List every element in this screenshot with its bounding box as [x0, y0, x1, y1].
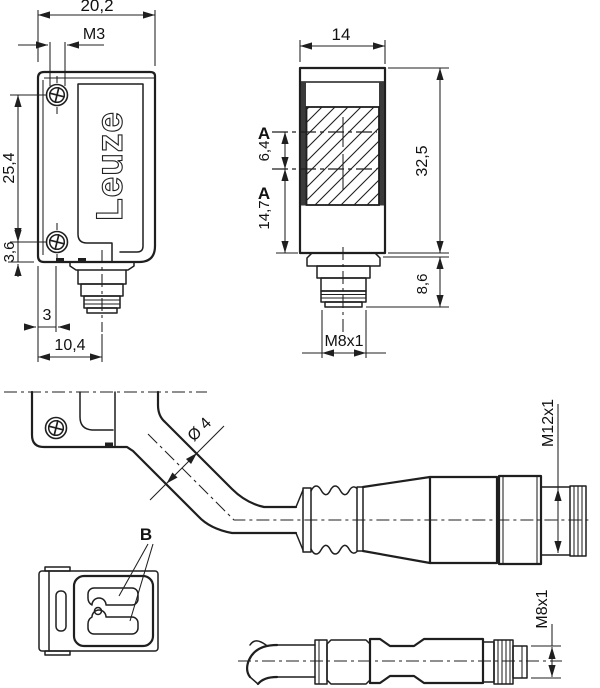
- dim-edge-offset-label: 3: [43, 307, 52, 324]
- dim-hole-spacing-label: 25,4: [1, 152, 18, 183]
- dim-m12-thread-label: M12x1: [540, 399, 557, 447]
- dim-cable-diameter-label: Ø 4: [185, 415, 215, 445]
- m8-thread-tip: [512, 645, 528, 679]
- sensor-corner-with-cable: [30, 390, 592, 535]
- detail-b-view: B: [38, 525, 159, 656]
- dim-width-label: 14: [332, 25, 351, 44]
- dim-hole-to-bottom-label: 3,6: [1, 242, 18, 263]
- mount-face: [72, 574, 155, 648]
- mount-slot-upper: [87, 587, 139, 606]
- dim-connector-axis-label: 10,4: [54, 337, 85, 354]
- m8-cable-connector: [238, 637, 562, 686]
- section-mark-upper: A: [258, 124, 270, 143]
- mounting-screw-bottom: [45, 230, 69, 254]
- detail-leader-lower: [129, 543, 154, 622]
- side-view-m8-connector: [69, 250, 135, 332]
- dim-width-label: 20,2: [80, 0, 113, 15]
- brand-logo: Leuze: [89, 111, 130, 221]
- m8-dimension: M8x1: [531, 589, 561, 679]
- side-slot: [55, 590, 67, 632]
- front-view-m8-connector: [306, 247, 381, 332]
- dim-m8-thread-label: M8x1: [534, 589, 551, 628]
- mount-notch: [78, 258, 86, 262]
- dim-height-label: 32,5: [414, 145, 431, 176]
- detail-mark-label: B: [140, 525, 152, 544]
- dim-axis-spacing-label: 6,4: [256, 141, 273, 162]
- cable-diameter-dimension: Ø 4: [149, 415, 225, 501]
- center-pin: [93, 606, 103, 616]
- side-view-dimensions: 20,2 M3 25,4 3,6 3 10,4: [1, 0, 156, 362]
- dim-connector-thread-label: M8x1: [324, 333, 363, 350]
- connection-view: Ø 4 M12x1 B: [4, 390, 592, 686]
- dim-axis-to-bottom-label: 14,7: [256, 200, 273, 229]
- mounting-screw-top: [45, 83, 69, 107]
- dim-connector-height-label: 8,6: [414, 274, 431, 295]
- section-mark-lower: A: [258, 184, 270, 203]
- front-view-dimensions: 14 A A 6,4 14,7 32,5 8,6 M8x1: [256, 25, 449, 358]
- side-view: Leuze 20,2 M3 25,4 3,6: [1, 0, 157, 362]
- side-view-housing: Leuze: [36, 70, 157, 264]
- m12-connector: [295, 474, 587, 566]
- front-view: 14 A A 6,4 14,7 32,5 8,6 M8x1: [256, 25, 449, 358]
- front-view-housing: [272, 66, 387, 255]
- mount-notch: [105, 442, 113, 447]
- m12-dimension: M12x1: [540, 399, 562, 553]
- cable-centerline: [147, 433, 592, 521]
- dim-thread-label: M3: [83, 26, 105, 43]
- mount-notch: [56, 258, 64, 262]
- mounting-screw: [44, 416, 68, 440]
